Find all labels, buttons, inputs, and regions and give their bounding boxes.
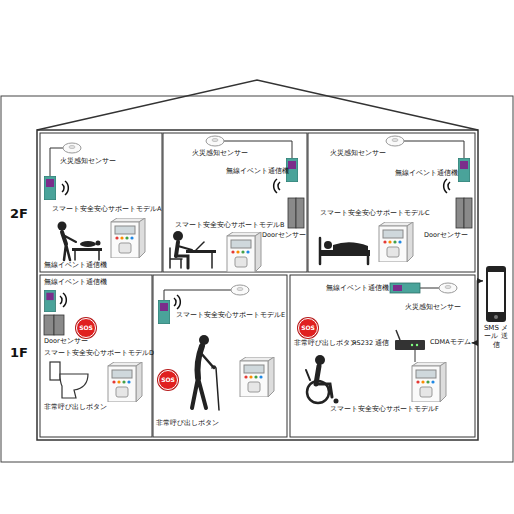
door-sensors — [44, 198, 472, 335]
device-label: 火災感知センサー — [60, 158, 116, 166]
device-label: 非常呼び出しボタン — [294, 340, 357, 348]
device-label: 火災感知センサー — [330, 150, 386, 158]
device-label: 無線イベント通信機 — [226, 168, 289, 176]
cdma-modem-icon — [395, 330, 425, 350]
desk-worker-icon — [170, 231, 216, 268]
support-unit: スマート安全安心サポートモデルB — [175, 222, 286, 273]
toilet-icon — [50, 362, 88, 398]
floor-label: 2F — [10, 206, 28, 222]
fire-sensors — [63, 136, 457, 295]
device-label: 無線イベント通信機 — [395, 170, 458, 178]
device-label: 無線イベント通信機 — [44, 262, 107, 270]
device-label: 非常呼び出しボタン — [156, 420, 219, 428]
support-unit-device — [223, 232, 263, 272]
device-label: Doorセンサー — [424, 232, 468, 240]
node-label: CDMAモデム — [429, 338, 472, 348]
support-unit-device — [236, 357, 276, 397]
node-label: スマート安全安心サポートモデルD — [44, 350, 154, 358]
button-text: SOS — [161, 377, 175, 383]
modem-box: CDMAモデム — [429, 338, 472, 348]
node-label: SMS メール 送信 — [483, 324, 509, 349]
support-unit-device — [375, 222, 415, 262]
wires — [50, 141, 464, 362]
support-unit: スマート安全安心サポートモデルA — [52, 206, 163, 259]
sos-button: SOS — [158, 370, 178, 390]
smartphone: SMS メール 送信 — [483, 266, 509, 349]
node-label: スマート安全安心サポートモデルC — [320, 210, 430, 218]
button-text: SOS — [79, 325, 93, 331]
elderly-person-icon — [192, 335, 219, 410]
room-walls — [40, 133, 475, 437]
bed-icon — [320, 238, 370, 264]
floor-label: 1F — [10, 345, 28, 361]
node-label: スマート安全安心サポートモデルA — [52, 206, 161, 214]
phone-device — [486, 266, 506, 322]
wireless-waves — [60, 179, 450, 309]
device-label: 無線イベント通信機 — [44, 279, 107, 287]
device-label: RS232 通信 — [352, 340, 389, 348]
node-label: スマート安全安心サポートモデルE — [176, 312, 285, 320]
device-label: 非常呼び出しボタン — [44, 404, 107, 412]
baby-changing-icon — [58, 222, 103, 261]
support-unit-device — [104, 362, 144, 402]
sos-button: SOS — [298, 318, 318, 338]
link-arrow — [472, 281, 483, 343]
wheelchair-icon — [306, 355, 339, 404]
event-transmitters — [44, 158, 470, 324]
support-unit: スマート安全安心サポートモデルF — [330, 362, 449, 415]
outer-frame — [1, 96, 513, 462]
device-label: 火災感知センサー — [405, 304, 461, 312]
device-label: 火災感知センサー — [192, 150, 248, 158]
device-label: Doorセンサー — [262, 232, 306, 240]
support-unit: スマート安全安心サポートモデルE — [176, 312, 287, 398]
device-label: Doorセンサー — [44, 338, 88, 346]
support-unit: スマート安全安心サポートモデルD — [44, 350, 156, 403]
house-outline — [37, 80, 478, 440]
support-unit-device — [408, 362, 448, 402]
node-label: スマート安全安心サポートモデルB — [175, 222, 284, 230]
device-label: 無線イベント通信機 — [326, 285, 389, 293]
node-label: スマート安全安心サポートモデルF — [330, 406, 439, 414]
support-unit-device — [107, 218, 147, 258]
sos-button: SOS — [76, 318, 96, 338]
support-unit: スマート安全安心サポートモデルC — [320, 210, 431, 263]
button-text: SOS — [301, 325, 315, 331]
